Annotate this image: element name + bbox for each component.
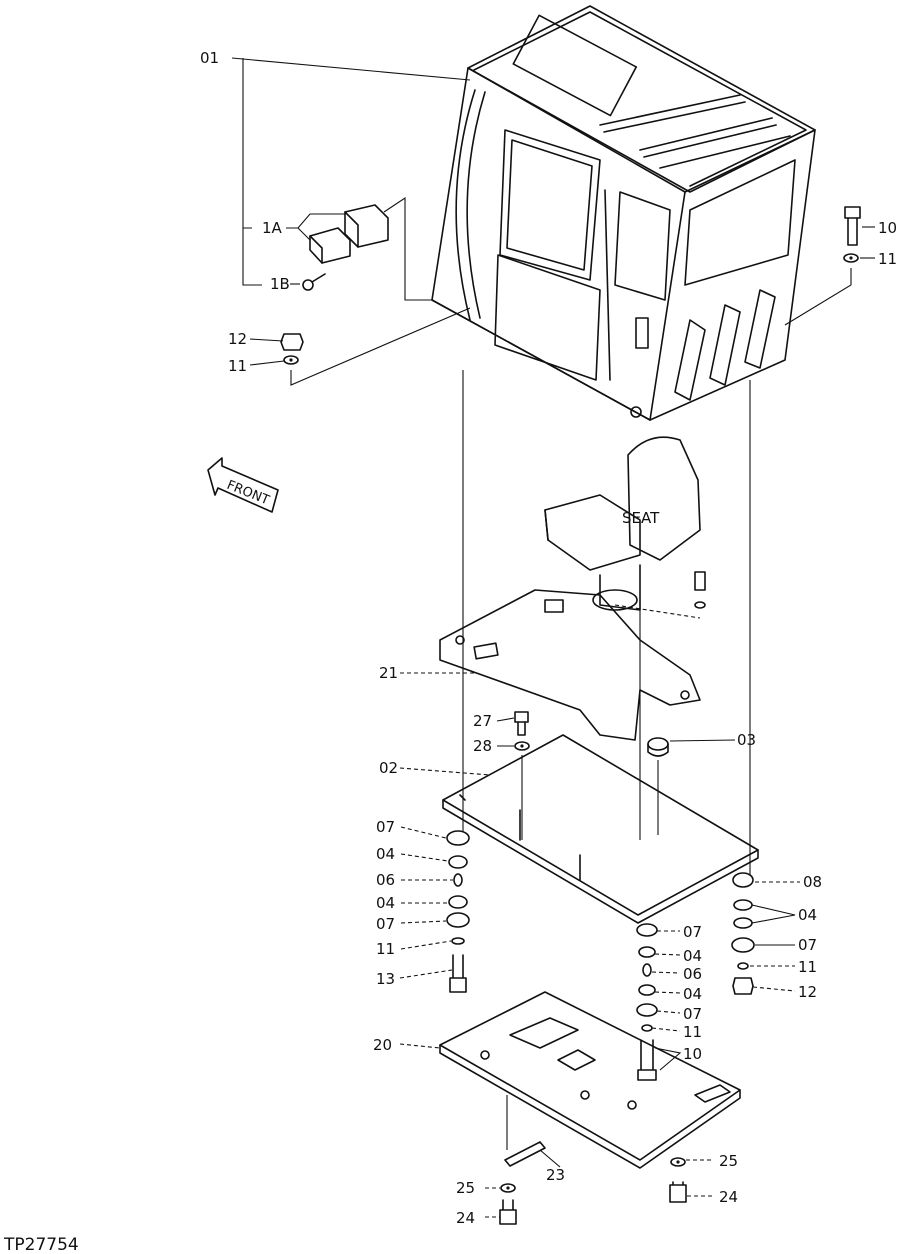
washer-25-right <box>670 1157 686 1167</box>
middle-mount-stack <box>636 923 658 1081</box>
nut-12-top <box>280 333 304 351</box>
front-label: FRONT <box>225 478 272 509</box>
callout-04-mid-2: 04 <box>683 985 702 1003</box>
callout-11-right: 11 <box>798 958 817 976</box>
floor-plate-02 <box>442 734 759 924</box>
callout-labels: 01 1A 1B 10 11 12 11 21 27 28 03 02 07 0… <box>200 49 897 1227</box>
callout-11-top-right: 11 <box>878 250 897 268</box>
callout-13: 13 <box>376 970 395 988</box>
callout-03: 03 <box>737 731 756 749</box>
washer-25-left <box>500 1183 516 1193</box>
callout-10-mid: 10 <box>683 1045 702 1063</box>
callout-20: 20 <box>373 1036 392 1054</box>
callout-04-right: 04 <box>798 906 817 924</box>
drawing-code: TP27754 <box>3 1235 79 1254</box>
callout-1a: 1A <box>262 219 283 237</box>
callout-21: 21 <box>379 664 398 682</box>
callout-28: 28 <box>473 737 492 755</box>
callout-leaders <box>249 226 875 1218</box>
washer-11-top-left <box>283 355 299 365</box>
callout-04-left-2: 04 <box>376 894 395 912</box>
callout-06-mid: 06 <box>683 965 702 983</box>
seat-bolt-small <box>694 571 706 609</box>
callout-04-left-1: 04 <box>376 845 395 863</box>
bolt-27 <box>514 711 529 736</box>
right-mount-stack <box>731 872 755 995</box>
washer-28 <box>514 741 530 751</box>
part-1b-screw <box>302 273 326 291</box>
bolt-10-top <box>844 206 861 246</box>
callout-06-left: 06 <box>376 871 395 889</box>
callout-07-mid-2: 07 <box>683 1005 702 1023</box>
bolt-24-right <box>669 1181 687 1203</box>
callout-07-left-2: 07 <box>376 915 395 933</box>
bolt-24-left <box>499 1199 517 1225</box>
front-direction-arrow: FRONT <box>207 457 279 513</box>
callout-07-left-1: 07 <box>376 818 395 836</box>
washer-11-top-right <box>843 253 859 263</box>
clip-23 <box>504 1141 546 1167</box>
callout-27: 27 <box>473 712 492 730</box>
callout-07-right: 07 <box>798 936 817 954</box>
cab-assembly <box>431 5 816 421</box>
base-plate-20 <box>439 991 741 1169</box>
callout-11-top: 11 <box>228 357 247 375</box>
callout-24-right: 24 <box>719 1188 738 1206</box>
callout-25-left: 25 <box>456 1179 475 1197</box>
callout-23: 23 <box>546 1166 565 1184</box>
callout-10-top: 10 <box>878 219 897 237</box>
left-mount-stack <box>446 830 470 993</box>
callout-04-mid-1: 04 <box>683 947 702 965</box>
callout-08: 08 <box>803 873 822 891</box>
callout-01: 01 <box>200 49 219 67</box>
callout-02: 02 <box>379 759 398 777</box>
callout-07-mid-1: 07 <box>683 923 702 941</box>
part-1a-blocks <box>309 204 389 264</box>
callout-25-right: 25 <box>719 1152 738 1170</box>
callout-1b: 1B <box>270 275 290 293</box>
seat-label: SEAT <box>622 509 660 527</box>
spacer-03 <box>647 737 669 757</box>
seat: SEAT <box>544 436 701 611</box>
callout-12-right: 12 <box>798 983 817 1001</box>
floor-mat-21 <box>439 589 701 741</box>
callout-24-left: 24 <box>456 1209 475 1227</box>
callout-12-top: 12 <box>228 330 247 348</box>
callout-11-mid: 11 <box>683 1023 702 1041</box>
callout-11-left: 11 <box>376 940 395 958</box>
